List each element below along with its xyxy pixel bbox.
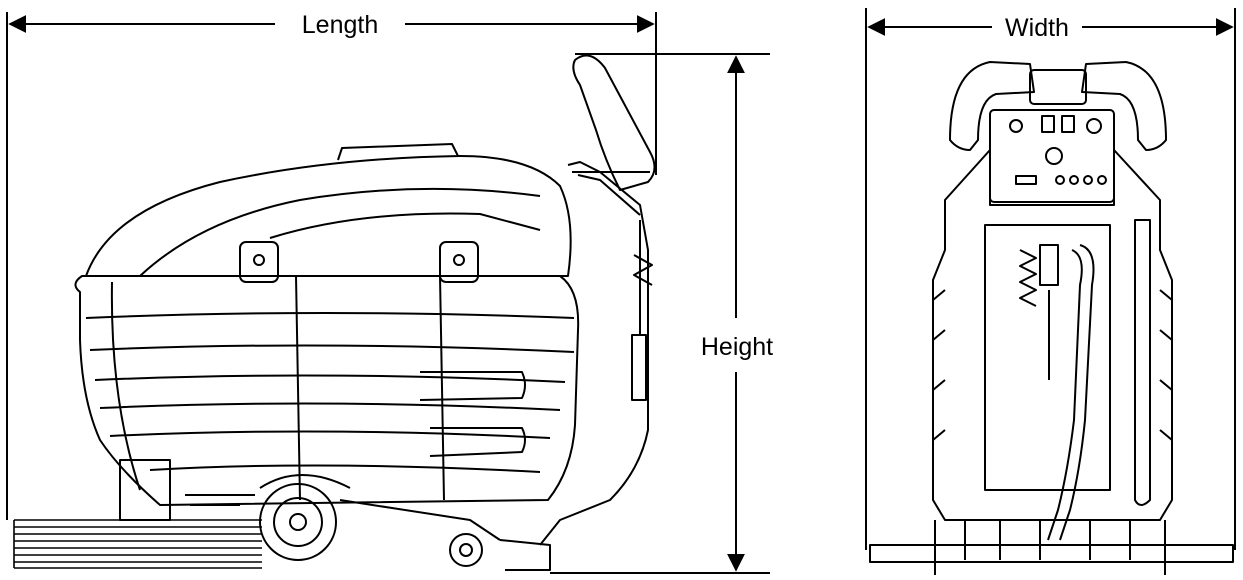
side-handlebar <box>572 54 656 191</box>
rear-handlebar-right <box>1081 61 1167 151</box>
rear-handlebar-left <box>949 61 1035 151</box>
rear-view-machine <box>869 61 1234 575</box>
control-panel <box>989 109 1115 203</box>
side-wheel <box>259 483 337 561</box>
rear-base <box>869 544 1234 563</box>
rear-hose <box>1059 244 1095 541</box>
squeegee-blades <box>13 519 262 569</box>
dimension-lines <box>6 8 1236 574</box>
rear-column <box>539 161 649 546</box>
length-label: Length <box>302 11 378 39</box>
height-label: Height <box>701 333 773 361</box>
side-view-machine <box>13 54 656 571</box>
width-label: Width <box>1005 14 1069 42</box>
solution-tank-dome <box>85 155 572 277</box>
rear-body <box>932 149 1173 521</box>
